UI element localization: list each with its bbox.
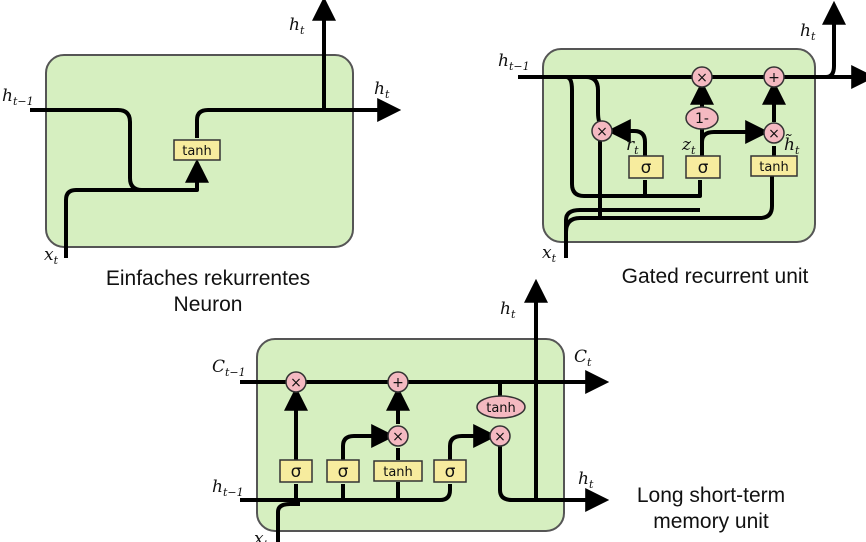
rnn-label-h-top: ht	[289, 15, 305, 37]
gru-r-to-multiply	[606, 119, 647, 156]
gru-one-minus	[685, 106, 719, 130]
lstm-label-h-top: ht	[500, 299, 516, 321]
rnn-caption-line-2: Neuron	[173, 293, 243, 316]
lstm-forget-multiply	[285, 371, 307, 393]
gru-tanh-gate	[750, 155, 798, 177]
lstm-hidden-out-wire	[498, 446, 610, 512]
gru-label-h-tilde: h̃t	[784, 134, 800, 157]
gru-input-to-tanh	[564, 176, 774, 233]
gru-update-multiply-label: ×	[768, 126, 780, 142]
gru-plus	[763, 66, 785, 88]
lstm-diagram: × + × tanh × σ σ tanh σ Ct−1 Ct ht ht ht…	[212, 278, 610, 542]
lstm-tanh-op	[476, 395, 526, 419]
gru-sigma-r-label: σ	[641, 158, 652, 178]
gru-multiply-top-label: ×	[696, 70, 708, 86]
lstm-tanh-gate-label: tanh	[383, 465, 413, 480]
lstm-input-multiply-label: ×	[392, 429, 404, 445]
rnn-caption-line-1: Einfaches rekurrentes	[105, 267, 311, 290]
lstm-output-gate-to-multiply	[448, 424, 498, 460]
lstm-sigma-forget	[279, 459, 313, 483]
lstm-sigma-input-label: σ	[338, 462, 349, 482]
rnn-label-h-prev: ht−1	[2, 86, 34, 108]
lstm-plus-label: +	[392, 375, 404, 391]
lstm-caption-line-1: Long short-term	[636, 484, 786, 507]
lstm-label-h-prev: ht−1	[212, 477, 244, 499]
gru-label-h-top: ht	[800, 21, 816, 43]
lstm-label-c: Ct	[574, 347, 592, 369]
lstm-tanh-op-label: tanh	[486, 401, 516, 416]
lstm-hidden-in-wire	[240, 484, 452, 502]
gru-update-multiply	[763, 122, 785, 144]
gru-label-z: zt	[681, 135, 696, 157]
lstm-output-multiply-label: ×	[494, 429, 506, 445]
gru-sigma-z-label: σ	[698, 158, 709, 178]
lstm-sigma-forget-label: σ	[291, 462, 302, 482]
gru-sigma-r	[628, 155, 664, 179]
lstm-caption-line-2: memory unit	[653, 510, 769, 533]
lstm-input-multiply	[387, 425, 409, 447]
gru-reset-multiply	[591, 120, 613, 142]
gru-one-minus-label: 1-	[695, 111, 709, 127]
lstm-label-x: xt	[254, 529, 269, 542]
gru-label-x: xt	[542, 243, 557, 265]
rnn-diagram: tanh ht−1 ht ht xt	[2, 0, 402, 267]
rnn-input-wire	[64, 188, 197, 258]
rnn-caption: Einfaches rekurrentes Neuron	[80, 266, 336, 318]
lstm-tanh-gate	[373, 460, 423, 482]
lstm-sigma-output-label: σ	[445, 462, 456, 482]
gru-plus-label: +	[768, 70, 780, 86]
gru-label-r: rt	[626, 135, 639, 157]
gru-diagram: × + 1- × × σ σ tanh ht−1 ht rt zt h̃t xt	[498, 0, 866, 265]
rnn-tanh-gate	[173, 139, 221, 161]
rnn-label-h-right: ht	[374, 79, 390, 101]
gru-hidden-to-gates	[565, 75, 702, 198]
gru-cell-box	[542, 48, 816, 243]
gru-tanh-label: tanh	[759, 160, 789, 175]
lstm-forget-multiply-label: ×	[290, 375, 302, 391]
lstm-label-h-right: ht	[578, 469, 594, 491]
rnn-tanh-label: tanh	[182, 144, 212, 159]
gru-reset-multiply-label: ×	[596, 124, 608, 140]
lstm-sigma-output	[433, 459, 467, 483]
lstm-caption: Long short-term memory unit	[606, 483, 816, 535]
gru-input-wire	[564, 208, 700, 258]
lstm-input-wire	[276, 502, 300, 542]
gru-multiply-top	[691, 66, 713, 88]
lstm-output-multiply	[489, 425, 511, 447]
gru-caption: Gated recurrent unit	[621, 265, 809, 288]
lstm-sigma-input	[326, 459, 360, 483]
gru-label-h-prev: ht−1	[498, 51, 530, 73]
lstm-label-c-prev: Ct−1	[212, 357, 246, 379]
rnn-hidden-out-wire	[195, 98, 402, 138]
lstm-cell-box	[256, 338, 565, 532]
gru-z-to-multiply	[700, 120, 770, 144]
lstm-plus	[387, 371, 409, 393]
gru-sigma-z	[685, 155, 721, 179]
lstm-input-to-multiply	[341, 424, 396, 460]
rnn-label-x: xt	[44, 245, 59, 267]
